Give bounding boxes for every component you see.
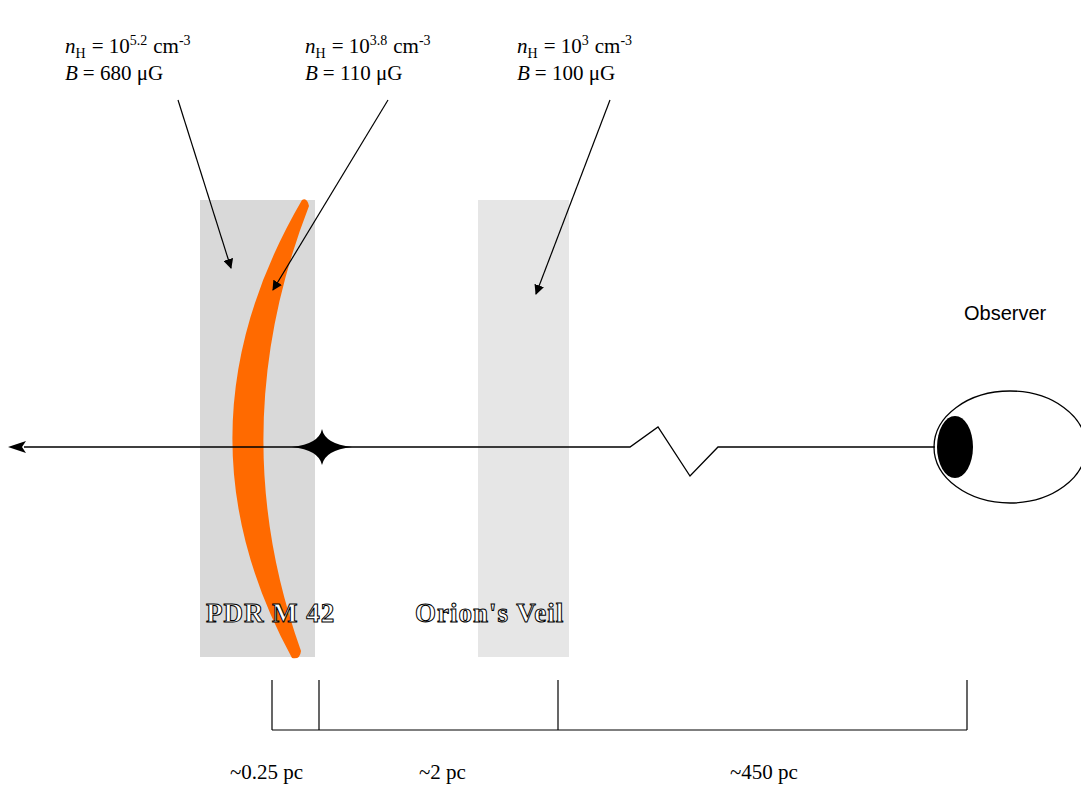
label-part: = 110 μG	[323, 61, 403, 85]
label-part: -3	[620, 33, 632, 48]
node-label: M 42	[272, 598, 335, 629]
label-part: cm	[393, 34, 419, 58]
label-part: 5.2	[130, 33, 148, 48]
label-part: = 100 μG	[535, 61, 615, 85]
label-part: 3	[582, 33, 589, 48]
density-field-label: B= 680 μG	[65, 60, 163, 86]
m42-crescent: M 42	[220, 195, 370, 665]
label-part: B	[517, 61, 530, 85]
label-part: n	[65, 34, 76, 58]
label-part: cm	[153, 34, 179, 58]
distance-label: ~450 pc	[730, 760, 798, 785]
label-part: 3.8	[370, 33, 388, 48]
label-part: n	[305, 34, 316, 58]
label-part: = 10	[92, 34, 130, 58]
label-part: H	[528, 46, 538, 61]
veil-band: Orion's Veil	[478, 200, 569, 657]
label-part: cm	[595, 34, 621, 58]
label-part: -3	[419, 33, 431, 48]
distance-label: ~0.25 pc	[230, 760, 303, 785]
density-field-label: B= 100 μG	[517, 60, 615, 86]
label-part: = 10	[332, 34, 370, 58]
density-field-label: B= 110 μG	[305, 60, 402, 86]
label-part: B	[65, 61, 78, 85]
node-label: Orion's Veil	[415, 598, 564, 629]
observer-eye: Observer	[925, 300, 1081, 510]
distance-label: ~2 pc	[419, 760, 466, 785]
node-label: PDR	[206, 598, 265, 629]
label-part: n	[517, 34, 528, 58]
node-label: Observer	[964, 302, 1046, 325]
label-part: = 680 μG	[83, 61, 163, 85]
eye-symbol	[925, 300, 1081, 510]
label-part: = 10	[544, 34, 582, 58]
label-part: B	[305, 61, 318, 85]
label-part: H	[76, 46, 86, 61]
label-part: -3	[179, 33, 191, 48]
label-part: H	[316, 46, 326, 61]
crescent-shape	[220, 195, 370, 665]
